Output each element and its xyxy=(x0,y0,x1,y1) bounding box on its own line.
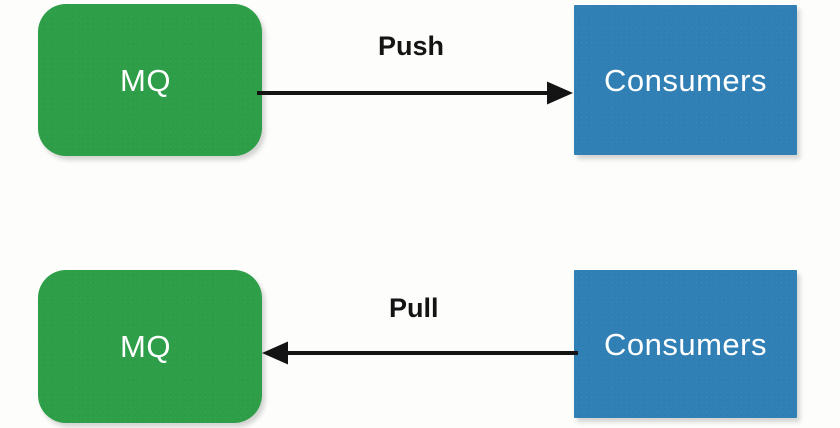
push-arrow-icon xyxy=(257,81,573,105)
consumers-node-push[interactable]: Consumers xyxy=(574,5,797,155)
mq-node-label: MQ xyxy=(120,62,171,98)
mq-node-pull[interactable]: MQ xyxy=(38,270,262,423)
push-edge-label: Push xyxy=(378,31,445,61)
mq-node-push[interactable]: MQ xyxy=(38,4,262,156)
pull-edge-label: Pull xyxy=(389,293,439,323)
mq-node-label: MQ xyxy=(120,329,171,364)
pull-arrow-icon xyxy=(262,341,578,365)
consumers-node-label: Consumers xyxy=(604,62,767,98)
consumers-node-label: Consumers xyxy=(604,326,767,362)
consumers-node-pull[interactable]: Consumers xyxy=(574,270,797,418)
